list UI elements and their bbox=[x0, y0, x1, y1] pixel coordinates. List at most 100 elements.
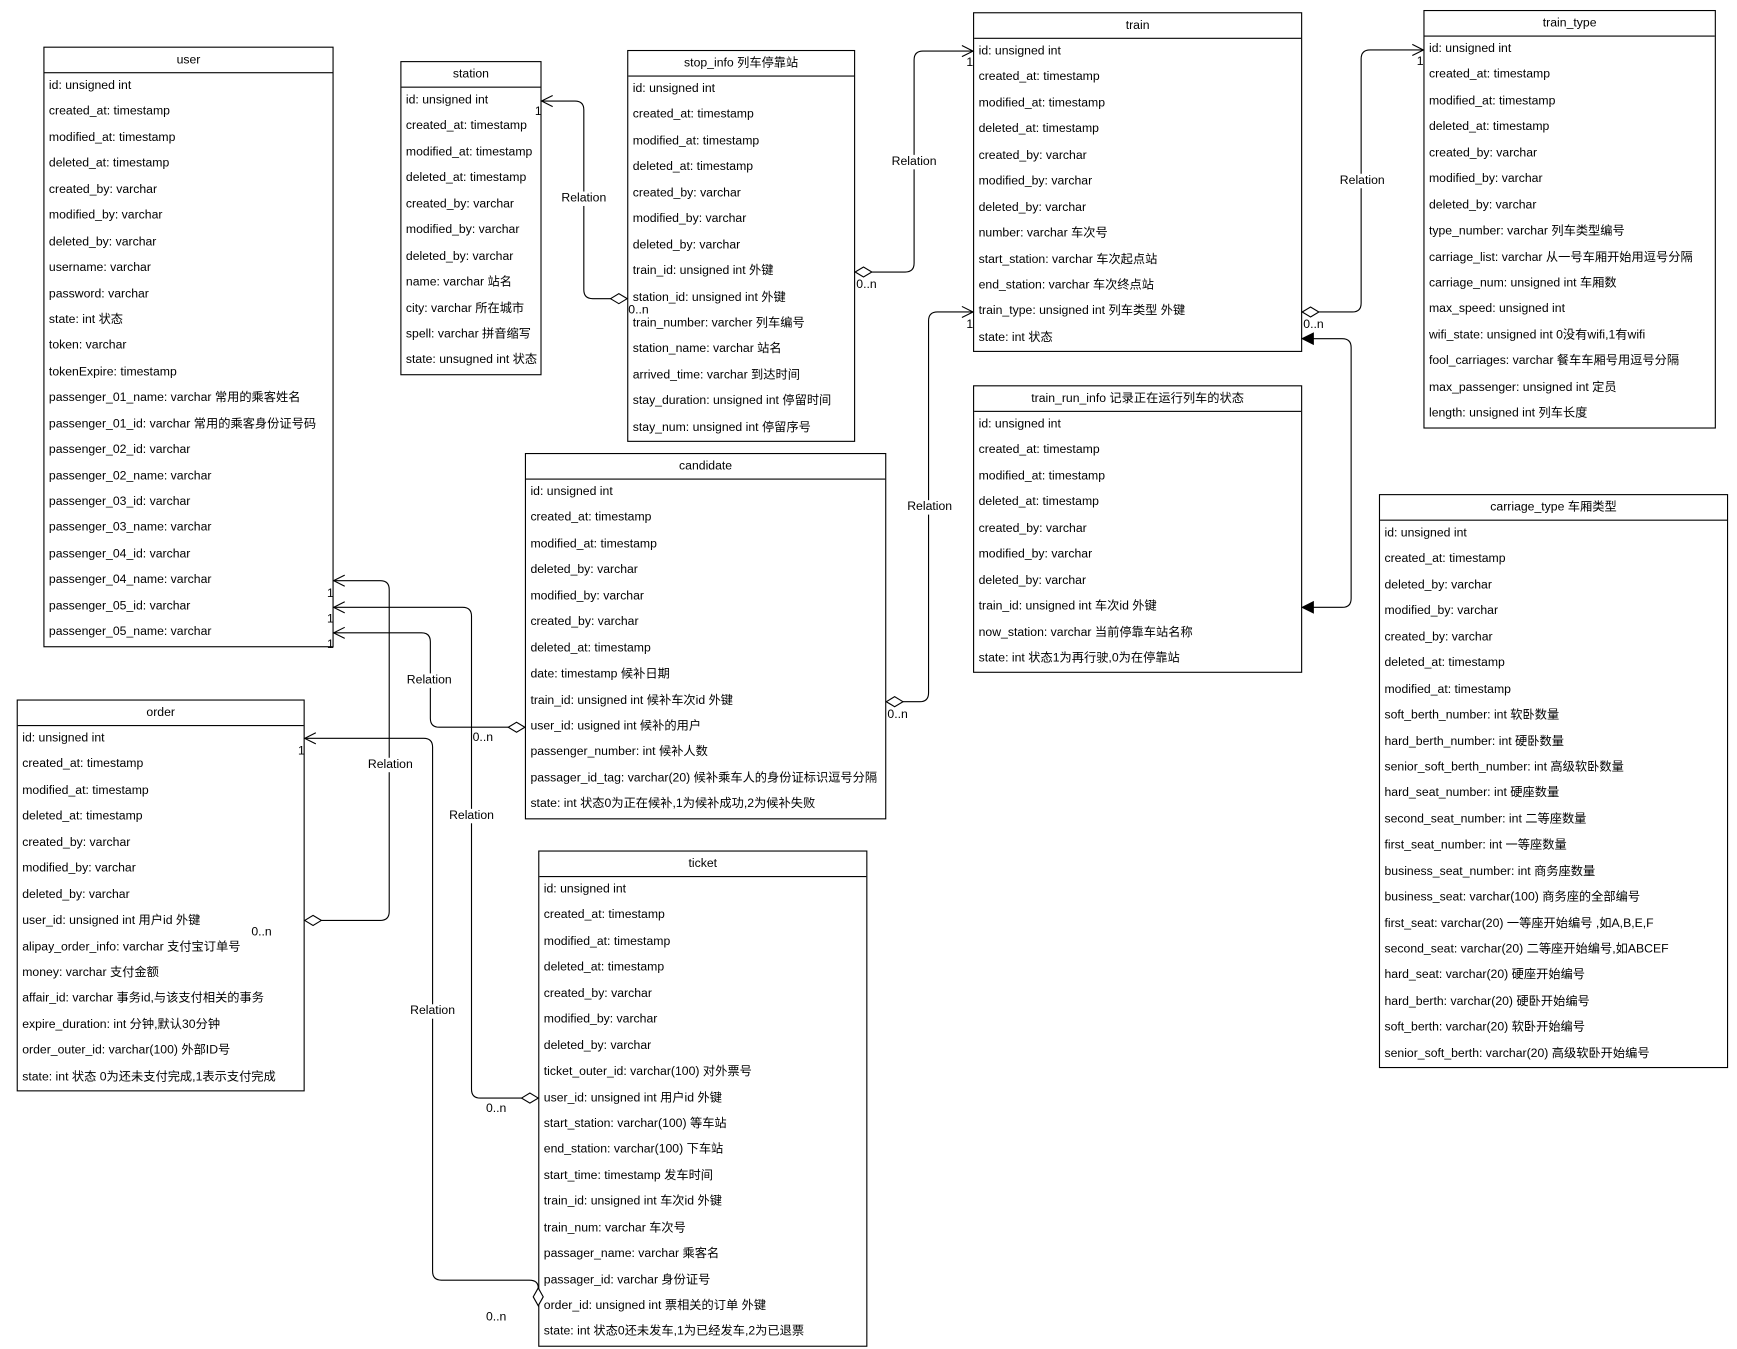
multiplicity-one: 1 bbox=[298, 744, 305, 758]
entity-title: stop_info 列车停靠站 bbox=[628, 51, 855, 77]
entity-field: deleted_at: timestamp bbox=[632, 160, 754, 174]
entity-field: senior_soft_berth: varchar(20) 高级软卧开始编号 bbox=[1384, 1046, 1650, 1061]
multiplicity-one: 1 bbox=[966, 56, 974, 70]
entity-title: station bbox=[401, 62, 541, 88]
multiplicity-many: 0..n bbox=[251, 925, 272, 939]
entity-field: deleted_by: varchar bbox=[405, 249, 514, 263]
entity-title: train_run_info 记录正在运行列车的状态 bbox=[974, 386, 1302, 412]
open-arrowhead bbox=[303, 732, 317, 745]
entity-field: id: unsigned int bbox=[632, 82, 716, 96]
entity-field: station_name: varchar 站名 bbox=[632, 342, 782, 356]
entity-field: end_station: varchar 车次终点站 bbox=[978, 278, 1155, 292]
entity-field: now_station: varchar 当前停靠车站名称 bbox=[978, 625, 1193, 639]
entity-field: passenger_05_name: varchar bbox=[48, 625, 212, 639]
entity-field: business_seat_number: int 商务座数量 bbox=[1384, 864, 1596, 878]
entity-field: second_seat: varchar(20) 二等座开始编号,如ABCEF bbox=[1384, 942, 1669, 956]
relation-line bbox=[304, 737, 539, 1288]
entity-field: start_station: varchar(100) 等车站 bbox=[543, 1116, 727, 1131]
entity-field: modified_at: timestamp bbox=[48, 130, 176, 145]
entity-field: created_at: timestamp bbox=[405, 119, 527, 133]
open-arrowhead bbox=[540, 94, 553, 108]
entity-field: hard_seat: varchar(20) 硬座开始编号 bbox=[1384, 968, 1586, 982]
entity-field: order_id: unsigned int 票相关的订单 外键 bbox=[543, 1299, 767, 1313]
entity-field: passenger_01_id: varchar 常用的乘客身份证号码 bbox=[48, 417, 317, 431]
aggregation-diamond bbox=[532, 1286, 544, 1307]
entity-field: first_seat_number: int 一等座数量 bbox=[1384, 838, 1567, 852]
entity-field: passenger_03_id: varchar bbox=[48, 495, 191, 509]
entity-field: deleted_at: timestamp bbox=[543, 960, 665, 975]
entity-field: soft_berth_number: int 软卧数量 bbox=[1384, 708, 1560, 722]
multiplicity-many: 0..n bbox=[887, 707, 908, 722]
entity-field: deleted_by: varchar bbox=[543, 1038, 652, 1053]
open-arrowhead bbox=[332, 601, 345, 614]
entity-field: created_by: varchar bbox=[1428, 146, 1538, 160]
entity-field: deleted_by: varchar bbox=[978, 200, 1087, 214]
entity-title: order bbox=[17, 701, 304, 727]
entity-field: expire_duration: int 分钟,默认30分钟 bbox=[22, 1017, 221, 1032]
multiplicity-one: 1 bbox=[326, 637, 334, 652]
entity-field: modified_by: varchar bbox=[48, 208, 163, 223]
entity-field: modified_by: varchar bbox=[22, 861, 136, 876]
entity-field: train_id: unsigned int 车次id 外键 bbox=[978, 599, 1157, 613]
aggregation-diamond bbox=[507, 721, 526, 733]
entity-title: candidate bbox=[525, 454, 886, 480]
entity-field: id: unsigned int bbox=[1384, 526, 1467, 540]
entity-field: created_at: timestamp bbox=[530, 511, 652, 525]
entity-field: created_by: varchar bbox=[48, 182, 158, 197]
entity-field: created_by: varchar bbox=[543, 986, 652, 1001]
entity-field: id: unsigned int bbox=[978, 417, 1061, 431]
entity-field: modified_at: timestamp bbox=[978, 469, 1106, 483]
entity-field: train_id: unsigned int 车次id 外键 bbox=[543, 1194, 722, 1209]
entity-candidate: candidate id: unsigned int created_at: ti… bbox=[524, 452, 887, 820]
relation-line bbox=[333, 606, 522, 1099]
entity-field: length: unsigned int 列车长度 bbox=[1428, 406, 1588, 420]
entity-field: id: unsigned int bbox=[48, 78, 132, 93]
relation-label: Relation bbox=[409, 1004, 457, 1019]
entity-field: station_id: unsigned int 外键 bbox=[632, 290, 786, 304]
entity-field: deleted_at: timestamp bbox=[405, 171, 527, 185]
entity-field: wifi_state: unsigned int 0没有wifi,1有wifi bbox=[1428, 328, 1646, 342]
entity-field: type_number: varchar 列车类型编号 bbox=[1428, 224, 1625, 238]
entity-field: modified_at: timestamp bbox=[22, 783, 149, 798]
entity-field: passenger_number: int 候补人数 bbox=[530, 745, 708, 759]
entity-title: train_type bbox=[1424, 11, 1715, 37]
entity-field: money: varchar 支付金额 bbox=[22, 965, 159, 980]
entity-field: spell: varchar 拼音缩写 bbox=[405, 327, 531, 341]
entity-field: modified_by: varchar bbox=[543, 1012, 658, 1027]
entity-field: created_by: varchar bbox=[405, 197, 515, 211]
filled-arrowhead bbox=[1300, 600, 1314, 614]
entity-field: created_at: timestamp bbox=[978, 443, 1100, 457]
entity-field: created_by: varchar bbox=[1384, 630, 1493, 644]
entity-field: modified_at: timestamp bbox=[1428, 94, 1556, 108]
entity-field: state: unsugned int 状态 bbox=[405, 353, 538, 367]
relation-label: Relation bbox=[1338, 173, 1386, 189]
multiplicity-one: 1 bbox=[966, 318, 974, 332]
entity-field: train_number: varcher 列车编号 bbox=[632, 316, 805, 330]
relation-line bbox=[321, 580, 390, 921]
entity-field: created_at: timestamp bbox=[22, 757, 144, 772]
entity-field: modified_by: varchar bbox=[405, 223, 520, 237]
entity-field: id: unsigned int bbox=[1428, 42, 1512, 56]
multiplicity-many: 0..n bbox=[856, 278, 877, 292]
relation-label: Relation bbox=[560, 191, 608, 206]
entity-field: created_at: timestamp bbox=[48, 104, 170, 119]
entity-field: id: unsigned int bbox=[530, 485, 613, 499]
entity-field: modified_at: timestamp bbox=[632, 134, 760, 148]
entity-field: city: varchar 所在城市 bbox=[405, 301, 525, 315]
entity-field: hard_berth: varchar(20) 硬卧开始编号 bbox=[1384, 994, 1590, 1009]
entity-field: ticket_outer_id: varchar(100) 对外票号 bbox=[543, 1064, 752, 1079]
entity-field: passenger_04_name: varchar bbox=[48, 573, 212, 587]
entity-field: modified_at: timestamp bbox=[978, 96, 1106, 110]
entity-field: train_id: unsigned int 候补车次id 外键 bbox=[530, 693, 734, 707]
entity-field: passager_id: varchar 身份证号 bbox=[543, 1273, 711, 1287]
multiplicity-many: 0..n bbox=[472, 731, 494, 745]
relation-label: Relation bbox=[447, 808, 496, 824]
entity-field: passenger_02_id: varchar bbox=[48, 443, 191, 457]
entity-title: carriage_type 车厢类型 bbox=[1380, 495, 1727, 521]
entity-field: start_station: varchar 车次起点站 bbox=[978, 252, 1158, 266]
entity-field: second_seat_number: int 二等座数量 bbox=[1384, 812, 1587, 826]
entity-field: state: int 状态 0为还未支付完成,1表示支付完成 bbox=[22, 1069, 276, 1084]
